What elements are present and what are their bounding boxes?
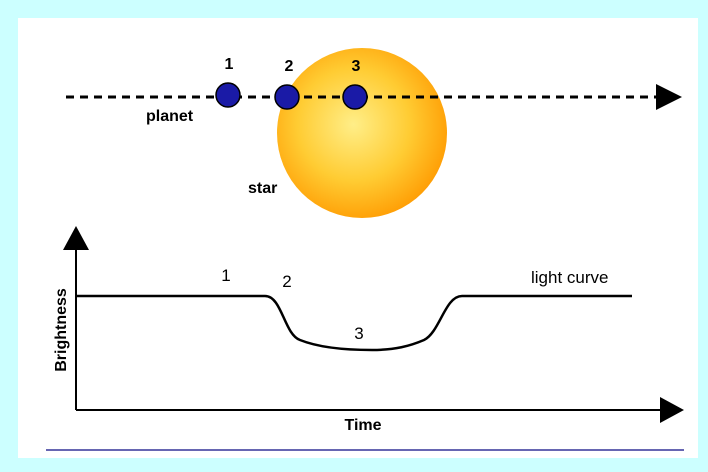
light-curve-label: light curve [531,268,608,287]
planet-position-2 [274,84,300,110]
planet-position-1 [215,82,241,108]
y-axis-arrowhead [63,226,89,250]
planet-position-3 [342,84,368,110]
x-axis-label: Time [344,417,381,434]
planet-path-arrowhead [656,84,682,110]
planet-position-1-label: 1 [225,56,234,73]
planet-position-2-label: 2 [285,58,294,75]
curve-point-2-label: 2 [282,272,291,291]
star [277,48,447,218]
star-label: star [248,180,277,197]
curve-point-1-label: 1 [221,266,230,285]
light-curve [76,294,632,352]
planet-label: planet [146,108,194,125]
x-axis-arrowhead [660,397,684,423]
y-axis-label: Brightness [53,288,70,372]
curve-point-3-label: 3 [354,324,363,343]
planet-position-3-label: 3 [352,58,361,75]
